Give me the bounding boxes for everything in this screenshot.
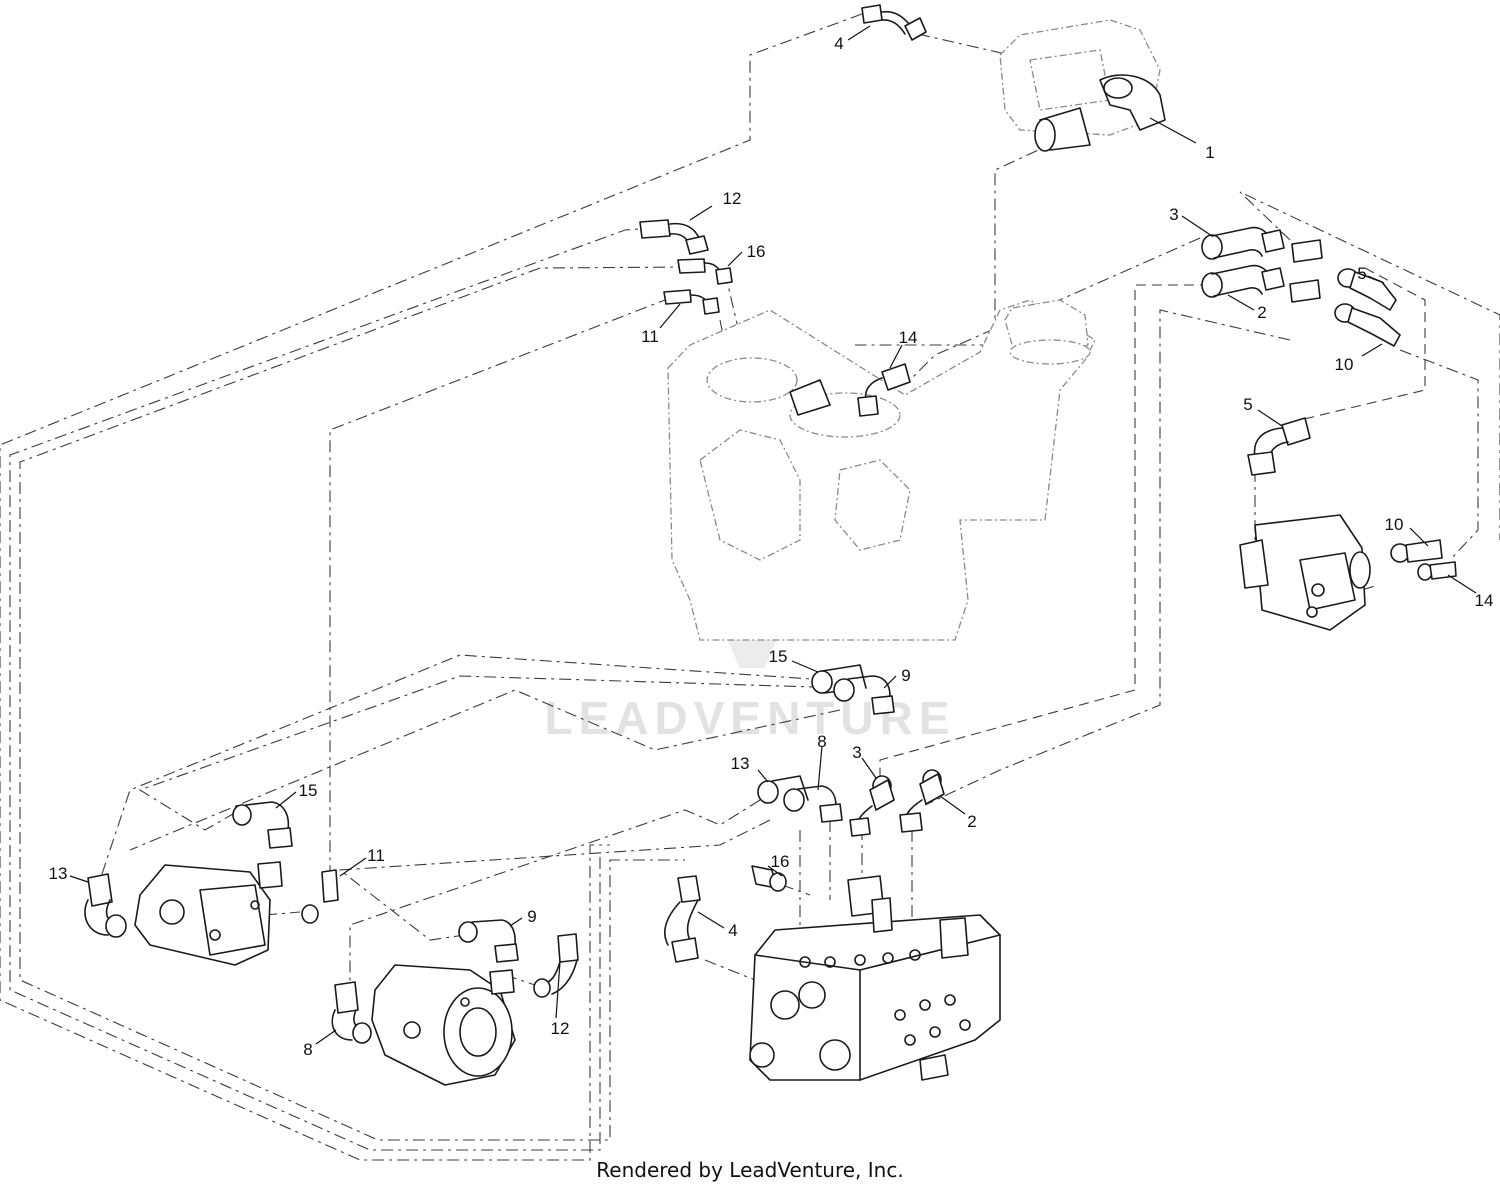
part-13-elbow-manifold	[757, 775, 809, 804]
part-8-hose-elbow-bottom	[331, 981, 372, 1044]
callout-3: 3	[852, 743, 861, 762]
callout-13: 13	[731, 754, 750, 773]
hydraulic-reservoir-tank	[667, 299, 1096, 641]
part-15-elbow-left	[232, 801, 293, 889]
part-4-hose-elbow-manifold	[664, 875, 701, 963]
callout-leaders	[69, 25, 1477, 1045]
callout-11: 11	[367, 846, 385, 865]
part-10-fitting-pump	[1390, 539, 1443, 563]
part-12-hose-elbow-bottom	[533, 933, 579, 998]
part-8-elbow-manifold	[783, 785, 843, 823]
callout-labels: 1 2 2 3 3 4 4 5 5 8 8 9 9 10 10 11 11 12…	[49, 34, 1494, 1059]
part-16-hose-elbow-tank	[677, 258, 733, 285]
callout-1: 1	[1205, 143, 1214, 162]
callout-5: 5	[1357, 264, 1366, 283]
callout-2: 2	[1257, 303, 1266, 322]
callout-4: 4	[834, 34, 843, 53]
callout-2: 2	[967, 812, 976, 831]
callout-10: 10	[1335, 355, 1354, 374]
hydraulic-pump-right	[1239, 514, 1371, 631]
hose-routing-lines	[0, 13, 1500, 1161]
callout-13: 13	[49, 864, 68, 883]
render-credit: Rendered by LeadVenture, Inc.	[596, 1158, 904, 1182]
part-14-fitting-pump	[1417, 561, 1457, 581]
watermark-text: LEADVENTURE	[544, 692, 955, 744]
hydraulic-pump-bottom	[371, 964, 516, 1086]
callout-8: 8	[303, 1040, 312, 1059]
callout-9: 9	[901, 666, 910, 685]
part-11-fitting-left	[301, 869, 339, 924]
part-15-elbow-center	[811, 664, 867, 694]
control-valve-manifold	[749, 875, 1001, 1081]
callout-11: 11	[641, 327, 659, 346]
callout-15: 15	[299, 781, 318, 800]
part-5-hose-elbow	[1247, 417, 1311, 476]
part-3-hose-elbow-right	[1201, 226, 1323, 263]
callout-12: 12	[723, 189, 742, 208]
callout-4: 4	[728, 921, 737, 940]
callout-10: 10	[1385, 515, 1404, 534]
callout-3: 3	[1169, 205, 1178, 224]
callout-15: 15	[769, 647, 788, 666]
callout-9: 9	[527, 907, 536, 926]
part-4-hose-elbow-top	[861, 4, 927, 41]
part-11-hose-elbow-tank	[663, 289, 720, 315]
part-3-elbow-manifold	[849, 775, 895, 837]
part-10-fitting-right	[1334, 303, 1401, 347]
part-14-tank-elbow	[789, 363, 911, 417]
part-12-hose-elbow-tank	[639, 219, 709, 255]
callout-14: 14	[899, 328, 918, 347]
part-2-hose-elbow-right	[1201, 264, 1321, 303]
callout-8: 8	[817, 732, 826, 751]
callout-16: 16	[747, 242, 766, 261]
callout-5: 5	[1243, 395, 1252, 414]
part-9-elbow-center	[833, 675, 895, 715]
part-16-fitting-manifold	[751, 865, 787, 892]
callout-14: 14	[1475, 591, 1494, 610]
part-1-elbow-fitting	[1034, 74, 1166, 152]
callout-16: 16	[771, 852, 790, 871]
part-9-elbow-bottom	[458, 919, 519, 995]
part-2-elbow-manifold	[899, 769, 945, 833]
callout-12: 12	[551, 1019, 570, 1038]
part-13-hose-elbow-left	[84, 873, 127, 938]
hydraulic-pump-left	[134, 864, 271, 966]
